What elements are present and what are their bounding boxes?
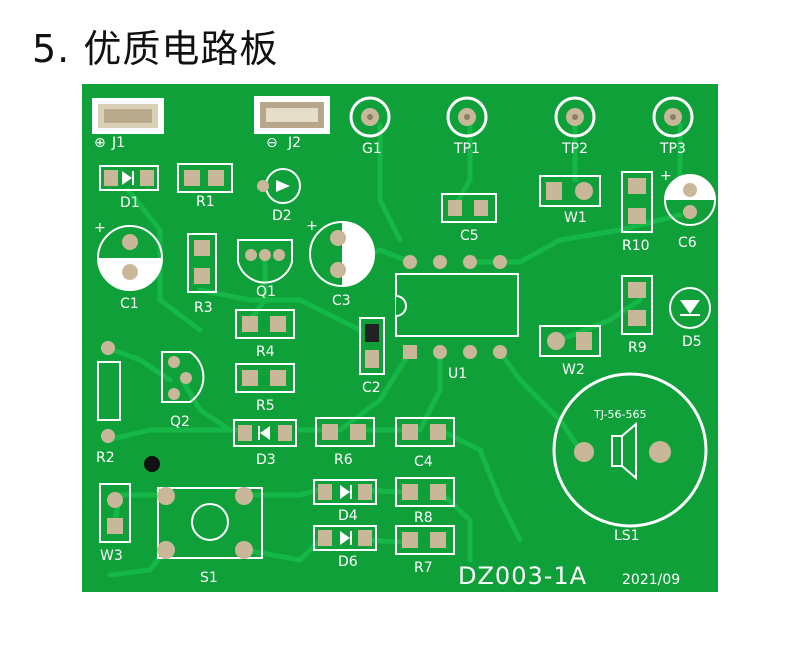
resistor-r2-footprint — [97, 341, 121, 443]
label-c2: C2 — [362, 380, 381, 396]
capacitor-c5-footprint — [441, 193, 497, 223]
led-d2-footprint — [257, 168, 301, 204]
label-r3: R3 — [194, 300, 213, 316]
capacitor-c4-footprint — [395, 417, 455, 447]
speaker-ls1-footprint — [552, 372, 708, 528]
label-s1: S1 — [200, 570, 218, 586]
diode-d6-footprint — [313, 525, 377, 551]
label-j1: J1 — [111, 135, 125, 151]
ic-u1-footprint — [395, 255, 519, 359]
label-r7: R7 — [414, 560, 433, 576]
label-tp1: TP1 — [453, 141, 480, 157]
label-tp2: TP2 — [561, 141, 588, 157]
label-c4: C4 — [414, 454, 433, 470]
label-d1: D1 — [120, 195, 140, 211]
label-w1: W1 — [564, 210, 587, 226]
plus-mark-c6: + — [660, 168, 672, 184]
plus-mark-j1: ⊕ — [94, 135, 106, 151]
mounting-hole — [144, 456, 160, 472]
label-ls1: LS1 — [614, 528, 640, 544]
label-tp3: TP3 — [659, 141, 686, 157]
page-heading: 5. 优质电路板 — [32, 27, 279, 71]
capacitor-c1-footprint — [97, 225, 163, 291]
trimmer-w2-footprint — [539, 325, 601, 357]
led-d5-footprint — [669, 287, 711, 329]
diode-d3-footprint — [233, 419, 297, 447]
label-d2: D2 — [272, 208, 292, 224]
trimmer-w3-footprint — [99, 483, 131, 543]
plus-mark-c1: + — [94, 220, 106, 236]
resistor-r3-footprint — [187, 233, 217, 293]
label-r8: R8 — [414, 510, 433, 526]
j2-connector — [254, 96, 330, 134]
transistor-q1-footprint — [237, 239, 293, 284]
label-g1: G1 — [362, 141, 382, 157]
resistor-r10-footprint — [621, 171, 653, 233]
label-q1: Q1 — [256, 284, 276, 300]
label-d6: D6 — [338, 554, 358, 570]
test-point-tp3 — [652, 96, 694, 138]
pcb-substrate — [82, 84, 718, 592]
resistor-r1-footprint — [177, 163, 233, 193]
label-u1: U1 — [448, 366, 467, 382]
switch-s1-footprint — [157, 487, 263, 559]
resistor-r7-footprint — [395, 525, 455, 555]
label-q2: Q2 — [170, 414, 190, 430]
label-c5: C5 — [460, 228, 479, 244]
label-c6: C6 — [678, 235, 697, 251]
test-point-tp2 — [554, 96, 596, 138]
label-r6: R6 — [334, 452, 353, 468]
label-c1: C1 — [120, 296, 139, 312]
diode-d1-footprint — [99, 165, 159, 191]
label-d4: D4 — [338, 508, 358, 524]
label-r10: R10 — [622, 238, 650, 254]
label-d3: D3 — [256, 452, 276, 468]
board-date-label: 2021/09 — [622, 572, 680, 588]
minus-mark-j2: ⊖ — [266, 135, 278, 151]
resistor-r4-footprint — [235, 309, 295, 339]
resistor-r6-footprint — [315, 417, 375, 447]
label-r4: R4 — [256, 344, 275, 360]
resistor-r8-footprint — [395, 477, 455, 507]
label-r2: R2 — [96, 450, 115, 466]
resistor-r9-footprint — [621, 275, 653, 335]
label-d5: D5 — [682, 334, 702, 350]
label-r1: R1 — [196, 194, 215, 210]
test-point-tp1 — [446, 96, 488, 138]
label-r5: R5 — [256, 398, 275, 414]
resistor-r5-footprint — [235, 363, 295, 393]
board-model-label: DZ003-1A — [458, 562, 587, 590]
capacitor-c3-footprint — [309, 221, 375, 287]
label-w3: W3 — [100, 548, 123, 564]
label-j2: J2 — [287, 135, 301, 151]
label-w2: W2 — [562, 362, 585, 378]
capacitor-c2-footprint — [359, 317, 385, 375]
capacitor-c6-footprint — [664, 174, 716, 226]
test-point-g1 — [349, 96, 391, 138]
transistor-q2-footprint — [161, 351, 205, 403]
j1-connector — [92, 98, 164, 134]
diode-d4-footprint — [313, 479, 377, 505]
plus-mark-c3: + — [306, 218, 318, 234]
label-r9: R9 — [628, 340, 647, 356]
speaker-model-label: TJ-56-565 — [593, 408, 647, 421]
label-c3: C3 — [332, 293, 351, 309]
trimmer-w1-footprint — [539, 175, 601, 207]
